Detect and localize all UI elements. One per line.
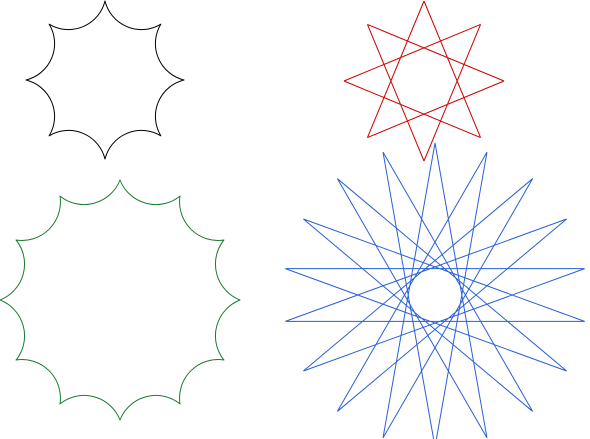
scalloped-curve-black (25, 0, 185, 160)
star-curve-red (343, 0, 505, 162)
scalloped-curve-green (0, 179, 241, 421)
star-curve-blue (285, 142, 585, 439)
